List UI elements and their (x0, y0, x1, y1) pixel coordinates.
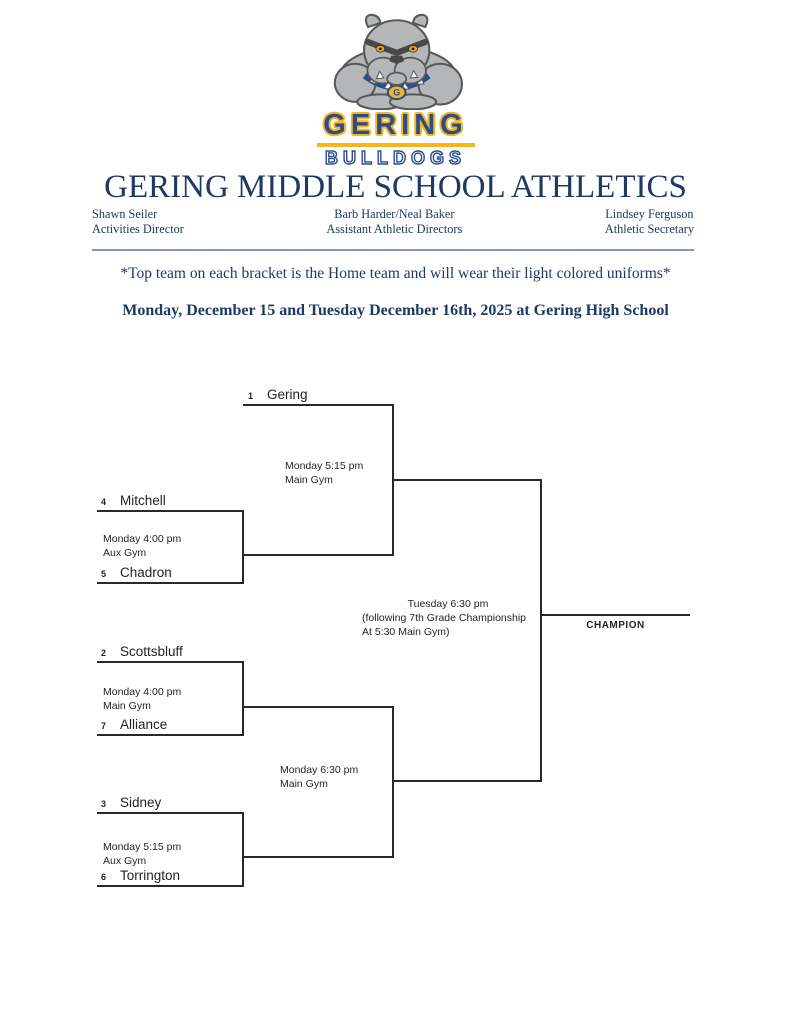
collar-tag-letter: G (393, 88, 400, 98)
team-slot-alliance: 7 Alliance (97, 717, 167, 732)
staff-name: Lindsey Ferguson (605, 207, 694, 221)
seed-number: 3 (101, 799, 107, 809)
game-time: Monday 5:15 pm (103, 841, 182, 853)
logo-wordmark: GERING (323, 109, 468, 141)
championship-note-2: At 5:30 Main Gym) (362, 626, 450, 638)
game-venue: Main Gym (280, 777, 328, 790)
logo-sub-wordmark: BULLDOGS (324, 148, 466, 168)
game-label-semifinal-bottom: Monday 6:30 pm Main Gym (280, 764, 358, 791)
team-name: Alliance (120, 717, 168, 732)
page-title: GERING MIDDLE SCHOOL ATHLETICS (104, 169, 687, 205)
team-name: Gering (267, 387, 308, 402)
school-logo: G GERING BULLDOGS (0, 8, 791, 168)
bracket-line-chadron (97, 582, 244, 584)
seed-number: 6 (101, 872, 107, 882)
bracket-line-mc-winner (242, 554, 393, 556)
home-team-note: *Top team on each bracket is the Home te… (120, 265, 671, 282)
team-slot-sidney: 3 Sidney (97, 795, 161, 810)
header-divider (92, 249, 694, 251)
bracket-connector-scottsbluff-alliance (242, 661, 244, 736)
team-slot-gering: 1 Gering (244, 387, 308, 402)
team-slot-chadron: 5 Chadron (97, 565, 172, 580)
team-name: Mitchell (120, 493, 166, 508)
bracket-line-torrington (97, 885, 244, 887)
game-label-championship: Tuesday 6:30 pm (following 7th Grade Cha… (362, 597, 534, 639)
team-slot-torrington: 6 Torrington (97, 868, 180, 883)
championship-note-1: (following 7th Grade Championship (362, 612, 527, 624)
game-label-semifinal-top: Monday 5:15 pm Main Gym (285, 460, 363, 487)
staff-role: Activities Director (92, 222, 184, 236)
champion-label: CHAMPION (586, 620, 645, 631)
game-venue: Aux Gym (103, 546, 147, 559)
bracket-line-champion (540, 614, 690, 616)
team-name: Torrington (120, 868, 181, 883)
game-label-sidney-torrington: Monday 5:15 pm Aux Gym (103, 841, 181, 868)
seed-number: 4 (101, 497, 107, 507)
bracket-line-sa-winner (242, 706, 393, 708)
team-name: Sidney (120, 795, 162, 810)
bracket-connector-mitchell-chadron (242, 510, 244, 584)
seed-number: 1 (248, 391, 254, 401)
game-venue: Aux Gym (103, 854, 147, 867)
staff-role: Assistant Athletic Directors (326, 222, 463, 236)
championship-time: Tuesday 6:30 pm (407, 598, 489, 610)
bracket-line-sidney (97, 812, 244, 814)
staff-assistant-directors: Barb Harder/Neal Baker Assistant Athleti… (326, 207, 462, 237)
seed-number: 7 (101, 721, 107, 731)
staff-name: Barb Harder/Neal Baker (334, 207, 455, 221)
bracket-connector-final (540, 479, 542, 782)
team-slot-mitchell: 4 Mitchell (97, 493, 166, 508)
logo-underline (316, 143, 475, 147)
game-time: Monday 6:30 pm (280, 764, 359, 776)
bracket-line-sf1-winner (392, 479, 542, 481)
bracket-connector-semifinal-bottom (392, 706, 394, 858)
staff-activities-director: Shawn Seiler Activities Director (92, 207, 184, 237)
bracket-line-sf2-winner (392, 780, 542, 782)
bracket-line-mitchell (97, 510, 244, 512)
staff-athletic-secretary: Lindsey Ferguson Athletic Secretary (605, 207, 694, 237)
game-venue: Main Gym (103, 699, 151, 712)
event-date-line: Monday, December 15 and Tuesday December… (122, 302, 669, 319)
bracket-line-st-winner (242, 856, 393, 858)
staff-name: Shawn Seiler (92, 207, 158, 221)
game-label-scottsbluff-alliance: Monday 4:00 pm Main Gym (103, 686, 181, 713)
staff-row: Shawn Seiler Activities Director Barb Ha… (92, 207, 694, 237)
game-time: Monday 5:15 pm (285, 460, 364, 472)
bracket-line-gering (243, 404, 393, 406)
bracket-line-scottsbluff (97, 661, 244, 663)
team-slot-scottsbluff: 2 Scottsbluff (97, 644, 183, 659)
game-time: Monday 4:00 pm (103, 533, 182, 545)
bracket-line-alliance (97, 734, 244, 736)
team-name: Chadron (120, 565, 172, 580)
seed-number: 5 (101, 569, 107, 579)
seed-number: 2 (101, 648, 107, 658)
game-time: Monday 4:00 pm (103, 686, 182, 698)
team-name: Scottsbluff (120, 644, 183, 659)
staff-role: Athletic Secretary (604, 222, 694, 236)
game-venue: Main Gym (285, 473, 333, 486)
bracket-connector-sidney-torrington (242, 812, 244, 887)
game-label-mitchell-chadron: Monday 4:00 pm Aux Gym (103, 533, 181, 560)
bulldog-mascot-icon: G (333, 13, 463, 110)
